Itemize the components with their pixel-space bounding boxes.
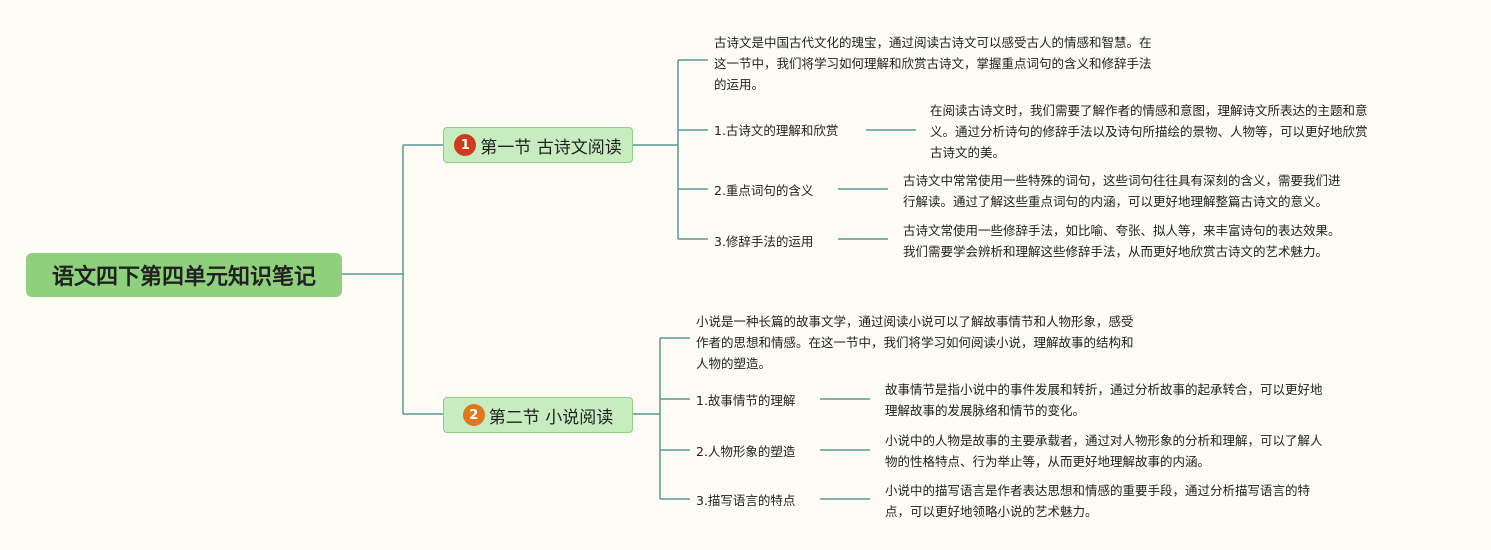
detail-line: 物的性格特点、行为举止等，从而更好地理解故事的内涵。 (885, 454, 1211, 469)
detail-line: 故事情节是指小说中的事件发展和转折，通过分析故事的起承转合，可以更好地 (885, 382, 1323, 397)
intro-line: 人物的塑造。 (696, 356, 772, 371)
detail-line: 行解读。通过了解这些重点词句的内涵，可以更好地理解整篇古诗文的意义。 (903, 194, 1329, 209)
section-2-item-2-detail: 小说中的人物是故事的主要承载者，通过对人物形象的分析和理解，可以了解人 物的性格… (885, 430, 1323, 472)
section-2-intro: 小说是一种长篇的故事文学，通过阅读小说可以了解故事情节和人物形象，感受 作者的思… (696, 311, 1134, 374)
root-title: 语文四下第四单元知识笔记 (51, 265, 316, 290)
section-1-item-1-detail: 在阅读古诗文时，我们需要了解作者的情感和意图，理解诗文所表达的主题和意 义。通过… (930, 100, 1368, 163)
detail-line: 古诗文常使用一些修辞手法，如比喻、夸张、拟人等，来丰富诗句的表达效果。 (903, 223, 1341, 238)
section-1-item-3-label[interactable]: 3.修辞手法的运用 (714, 234, 814, 249)
detail-line: 小说中的人物是故事的主要承载者，通过对人物形象的分析和理解，可以了解人 (885, 433, 1323, 448)
detail-line: 我们需要学会辨析和理解这些修辞手法，从而更好地欣赏古诗文的艺术魅力。 (903, 244, 1329, 259)
root-node[interactable]: 语文四下第四单元知识笔记 (26, 253, 342, 297)
section-2-item-3-detail: 小说中的描写语言是作者表达思想和情感的重要手段，通过分析描写语言的特 点，可以更… (885, 480, 1310, 522)
section-2-item-1-detail: 故事情节是指小说中的事件发展和转折，通过分析故事的起承转合，可以更好地 理解故事… (885, 379, 1323, 421)
section-2-item-1-label[interactable]: 1.故事情节的理解 (696, 393, 796, 408)
detail-line: 理解故事的发展脉络和情节的变化。 (885, 403, 1086, 418)
intro-line: 古诗文是中国古代文化的瑰宝，通过阅读古诗文可以感受古人的情感和智慧。在 (714, 35, 1152, 50)
section-1-item-2-detail: 古诗文中常常使用一些特殊的词句，这些词句往往具有深刻的含义，需要我们进 行解读。… (903, 170, 1341, 212)
number-badge-icon: 2 (462, 404, 485, 426)
section-1-intro: 古诗文是中国古代文化的瑰宝，通过阅读古诗文可以感受古人的情感和智慧。在 这一节中… (714, 32, 1152, 95)
intro-line: 作者的思想和情感。在这一节中，我们将学习如何阅读小说，理解故事的结构和 (696, 335, 1134, 350)
section-1-item-3-detail: 古诗文常使用一些修辞手法，如比喻、夸张、拟人等，来丰富诗句的表达效果。 我们需要… (903, 220, 1341, 262)
intro-line: 小说是一种长篇的故事文学，通过阅读小说可以了解故事情节和人物形象，感受 (696, 314, 1134, 329)
section-1-item-1-label[interactable]: 1.古诗文的理解和欣赏 (714, 123, 839, 138)
detail-line: 在阅读古诗文时，我们需要了解作者的情感和意图，理解诗文所表达的主题和意 (930, 103, 1368, 118)
section-1-node[interactable]: 1 第一节 古诗文阅读 (443, 127, 633, 163)
detail-line: 点，可以更好地领略小说的艺术魅力。 (885, 504, 1098, 519)
section-1-item-2-label[interactable]: 2.重点词句的含义 (714, 183, 814, 198)
section-2-item-3-label[interactable]: 3.描写语言的特点 (696, 493, 796, 508)
detail-line: 古诗文中常常使用一些特殊的词句，这些词句往往具有深刻的含义，需要我们进 (903, 173, 1341, 188)
number-badge-icon: 1 (454, 134, 477, 156)
detail-line: 古诗文的美。 (930, 145, 1006, 160)
intro-line: 的运用。 (714, 77, 765, 92)
detail-line: 小说中的描写语言是作者表达思想和情感的重要手段，通过分析描写语言的特 (885, 483, 1311, 498)
section-2-item-2-label[interactable]: 2.人物形象的塑造 (696, 444, 796, 459)
intro-line: 这一节中，我们将学习如何理解和欣赏古诗文，掌握重点词句的含义和修辞手法 (714, 56, 1152, 71)
section-2-node[interactable]: 2 第二节 小说阅读 (443, 397, 633, 433)
detail-line: 义。通过分析诗句的修辞手法以及诗句所描绘的景物、人物等，可以更好地欣赏 (930, 124, 1368, 139)
section-1-title: 第一节 古诗文阅读 (480, 137, 622, 158)
section-2-title: 第二节 小说阅读 (488, 407, 614, 428)
